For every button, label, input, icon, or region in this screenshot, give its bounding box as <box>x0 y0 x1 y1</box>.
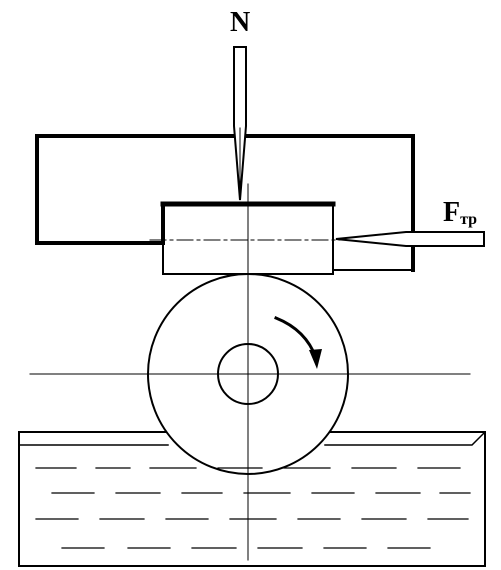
bath-outline <box>18 431 486 567</box>
normal-force-label: N <box>230 7 250 38</box>
friction-force-arrow <box>335 231 485 247</box>
frame <box>35 134 415 272</box>
liquid-hatching <box>35 467 471 549</box>
friction-force-label: Fтр <box>443 197 477 228</box>
friction-force-symbol: F <box>443 197 460 228</box>
normal-force-arrow <box>233 46 247 201</box>
liquid-surface-right <box>324 430 487 446</box>
rotation-arrow-head <box>309 349 322 369</box>
friction-force-subscript: тр <box>460 211 477 228</box>
